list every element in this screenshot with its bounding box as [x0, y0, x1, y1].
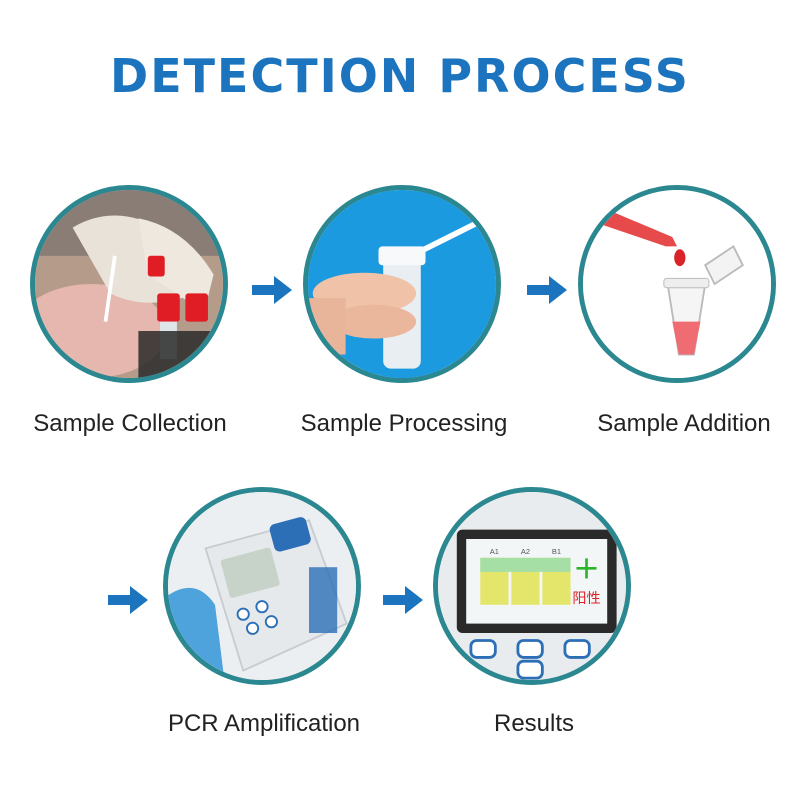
well-b1: B1 [552, 547, 561, 556]
positive-plus-sign: + [573, 548, 600, 586]
arrow-right-icon [527, 276, 567, 304]
step-5-image-results: A1 A2 B1 + 阳性 [433, 487, 631, 685]
well-a1: A1 [490, 547, 499, 556]
step-2-image-sample-processing [303, 185, 501, 383]
step-1-label: Sample Collection [33, 410, 227, 437]
step-5-label: Results [493, 710, 575, 737]
well-a2: A2 [521, 547, 530, 556]
sample-processing-photo [308, 190, 496, 378]
step-4-image-pcr-amplification [163, 487, 361, 685]
arrow-right-icon [108, 586, 148, 614]
result-screen-photo: A1 A2 B1 + 阳性 [438, 492, 626, 680]
step-3-label: Sample Addition [597, 410, 771, 437]
pcr-device-photo [168, 492, 356, 680]
sample-collection-photo [35, 190, 223, 378]
arrow-right-icon [252, 276, 292, 304]
step-4-label: PCR Amplification [167, 710, 361, 737]
arrow-right-icon [383, 586, 423, 614]
step-3-image-sample-addition [578, 185, 776, 383]
sample-addition-photo [583, 190, 771, 378]
step-2-label: Sample Processing [300, 410, 508, 437]
positive-result-text: 阳性 [572, 591, 600, 607]
page-title: DETECTION PROCESS [110, 49, 690, 103]
step-1-image-sample-collection [30, 185, 228, 383]
